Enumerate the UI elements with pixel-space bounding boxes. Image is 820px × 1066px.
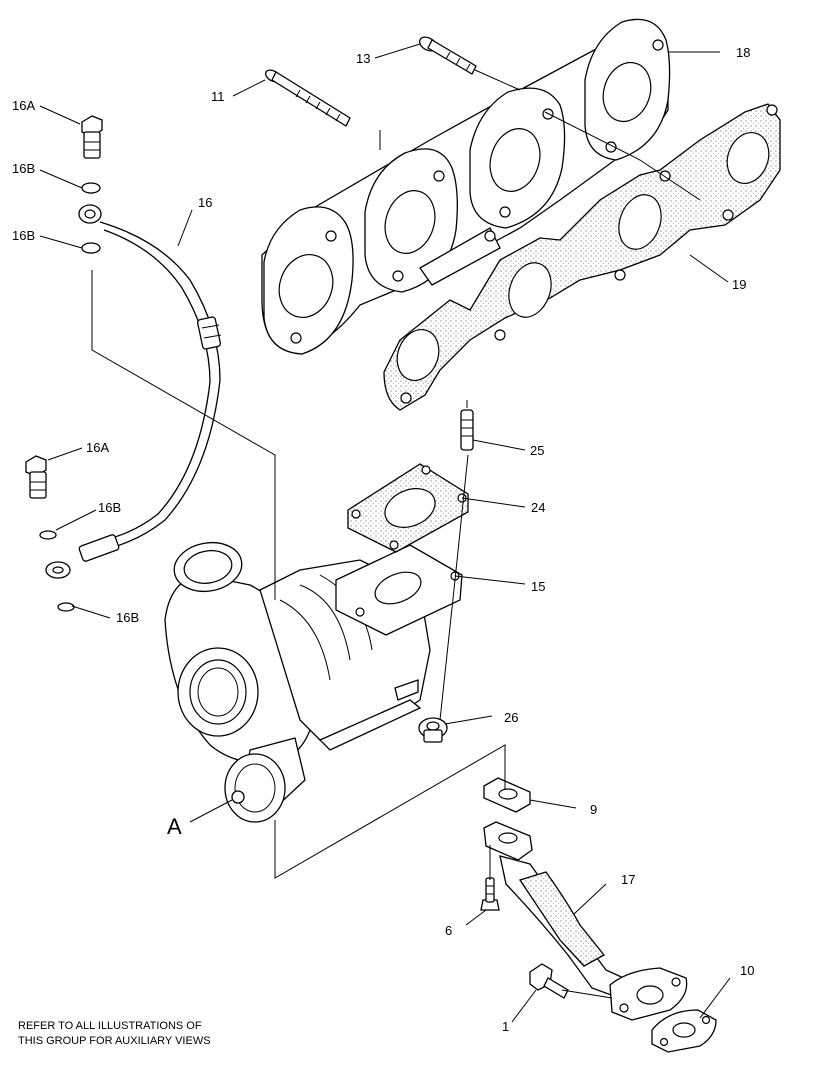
bolt-6 bbox=[480, 877, 500, 911]
footnote: REFER TO ALL ILLUSTRATIONS OF THIS GROUP… bbox=[18, 1019, 211, 1049]
callout-26: 26 bbox=[504, 710, 518, 725]
callout-16a-top: 16A bbox=[12, 98, 35, 113]
callout-16b-left-1: 16B bbox=[98, 500, 121, 515]
bolt-13 bbox=[418, 36, 477, 75]
callout-16b-top-1: 16B bbox=[12, 161, 35, 176]
callout-16b-top-2: 16B bbox=[12, 228, 35, 243]
callout-labels: 18 13 11 16A 16B 16B 16 19 16A 16B 16B 2… bbox=[12, 45, 754, 1034]
exhaust-manifold bbox=[261, 18, 671, 355]
callout-16: 16 bbox=[198, 195, 212, 210]
oil-drain-tube bbox=[483, 821, 688, 1021]
footnote-line-2: THIS GROUP FOR AUXILIARY VIEWS bbox=[18, 1035, 211, 1047]
washer-top-1 bbox=[81, 182, 101, 194]
callout-10: 10 bbox=[740, 963, 754, 978]
callout-6: 6 bbox=[445, 923, 452, 938]
washer-top-2 bbox=[81, 242, 101, 254]
callout-a: A bbox=[167, 814, 182, 839]
washer-left-1 bbox=[39, 530, 57, 540]
gasket-9 bbox=[483, 777, 531, 813]
callout-13: 13 bbox=[356, 51, 370, 66]
oil-feed-tube bbox=[45, 204, 222, 579]
callout-18: 18 bbox=[736, 45, 750, 60]
callout-19: 19 bbox=[732, 277, 746, 292]
washer-left-2 bbox=[57, 602, 75, 612]
callout-17: 17 bbox=[621, 872, 635, 887]
bolt-11 bbox=[264, 69, 351, 127]
leader-lines bbox=[39, 43, 731, 1023]
gasket-10 bbox=[651, 1009, 717, 1053]
banjo-bolt-left bbox=[25, 455, 47, 499]
callout-9: 9 bbox=[590, 802, 597, 817]
footnote-line-1: REFER TO ALL ILLUSTRATIONS OF bbox=[18, 1020, 202, 1032]
callout-15: 15 bbox=[531, 579, 545, 594]
callout-24: 24 bbox=[531, 500, 545, 515]
turbo-gasket bbox=[347, 463, 469, 553]
bolt-1 bbox=[529, 963, 569, 999]
callout-11: 11 bbox=[211, 89, 225, 104]
assembly-lines bbox=[91, 69, 701, 999]
callout-25: 25 bbox=[530, 443, 544, 458]
callout-16a-left: 16A bbox=[86, 440, 109, 455]
turbocharger bbox=[164, 541, 463, 823]
stud-25 bbox=[460, 409, 474, 451]
callout-16b-left-2: 16B bbox=[116, 610, 139, 625]
callout-1: 1 bbox=[502, 1019, 509, 1034]
nut-26 bbox=[418, 717, 448, 743]
banjo-bolt-top bbox=[81, 115, 103, 159]
manifold-gasket bbox=[383, 103, 781, 411]
